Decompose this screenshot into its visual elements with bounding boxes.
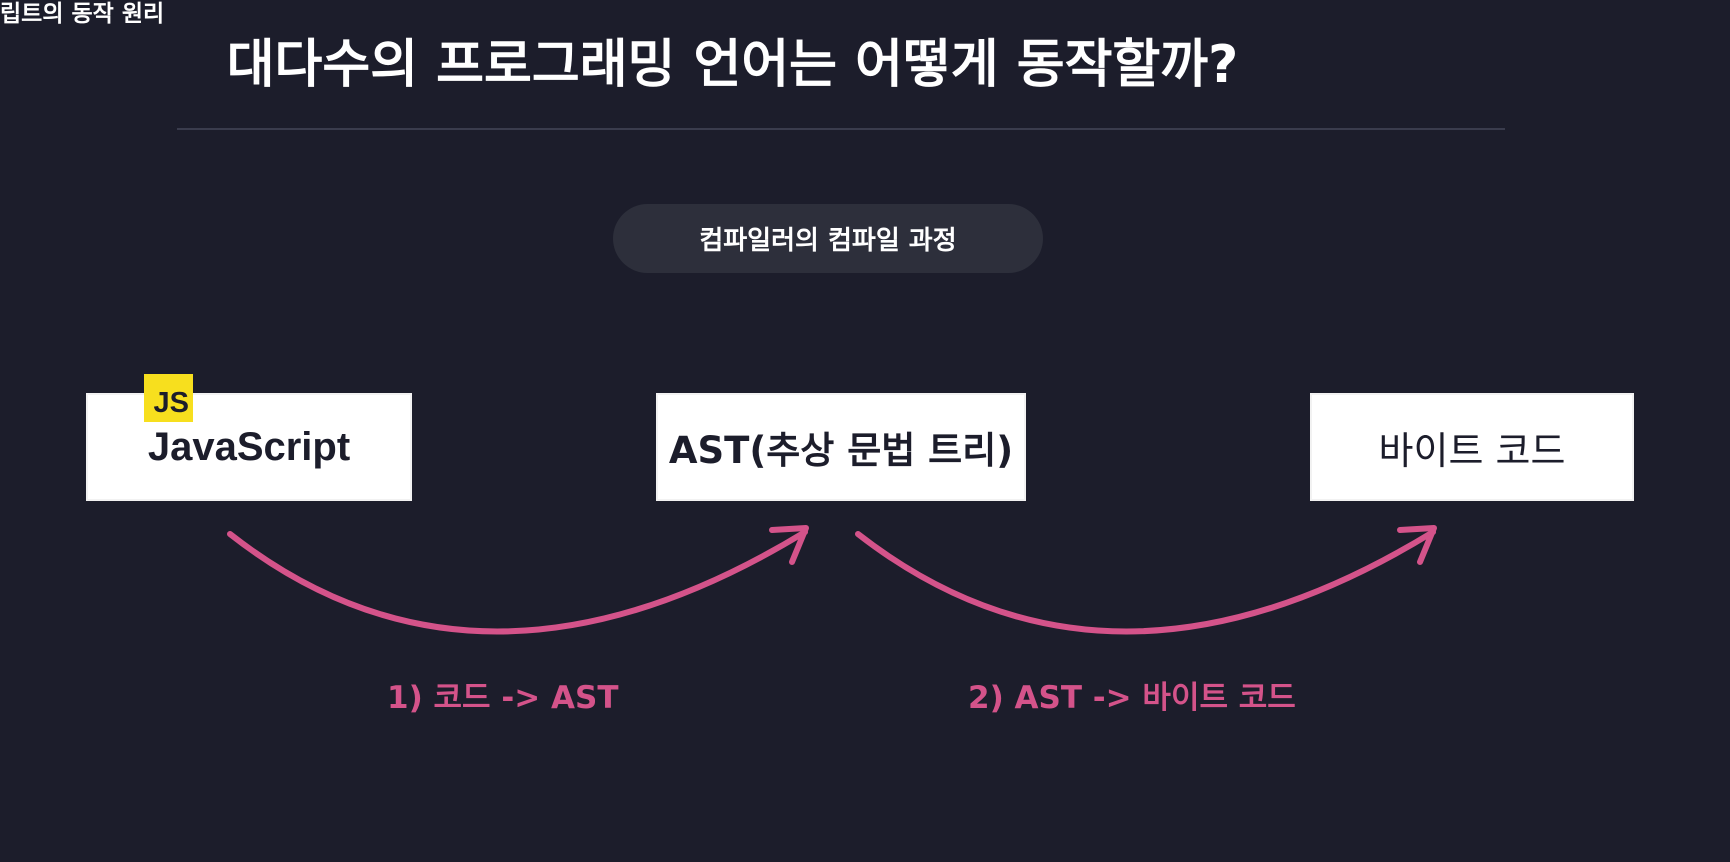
section-pill-label: 컴파일러의 컴파일 과정 bbox=[699, 226, 957, 256]
node-bytecode-label: 바이트 코드 bbox=[1378, 428, 1566, 473]
arrow-1-head bbox=[769, 525, 809, 565]
slide-title: 대다수의 프로그래밍 언어는 어떻게 동작할까? bbox=[226, 35, 1239, 95]
arrow-2 bbox=[855, 525, 1437, 635]
arrow-2-curve bbox=[855, 529, 1436, 635]
section-pill: 컴파일러의 컴파일 과정 bbox=[613, 204, 1043, 273]
edge-label-1: 1) 코드 -> AST bbox=[387, 680, 619, 716]
arrow-1 bbox=[227, 525, 809, 635]
node-javascript: JavaScript bbox=[88, 395, 410, 499]
arrow-2-head bbox=[1397, 525, 1437, 565]
title-divider bbox=[177, 128, 1505, 130]
js-badge-label: JS bbox=[153, 387, 189, 419]
node-ast: AST(추상 문법 트리) bbox=[658, 395, 1024, 499]
arrow-1-curve bbox=[227, 529, 808, 635]
node-bytecode: 바이트 코드 bbox=[1312, 395, 1632, 499]
edge-label-2: 2) AST -> 바이트 코드 bbox=[968, 680, 1296, 716]
js-logo-icon: JS bbox=[144, 374, 193, 422]
corner-label: 립트의 동작 원리 bbox=[0, 1, 165, 27]
node-javascript-label: JavaScript bbox=[147, 424, 351, 469]
node-ast-label: AST(추상 문법 트리) bbox=[668, 429, 1014, 472]
